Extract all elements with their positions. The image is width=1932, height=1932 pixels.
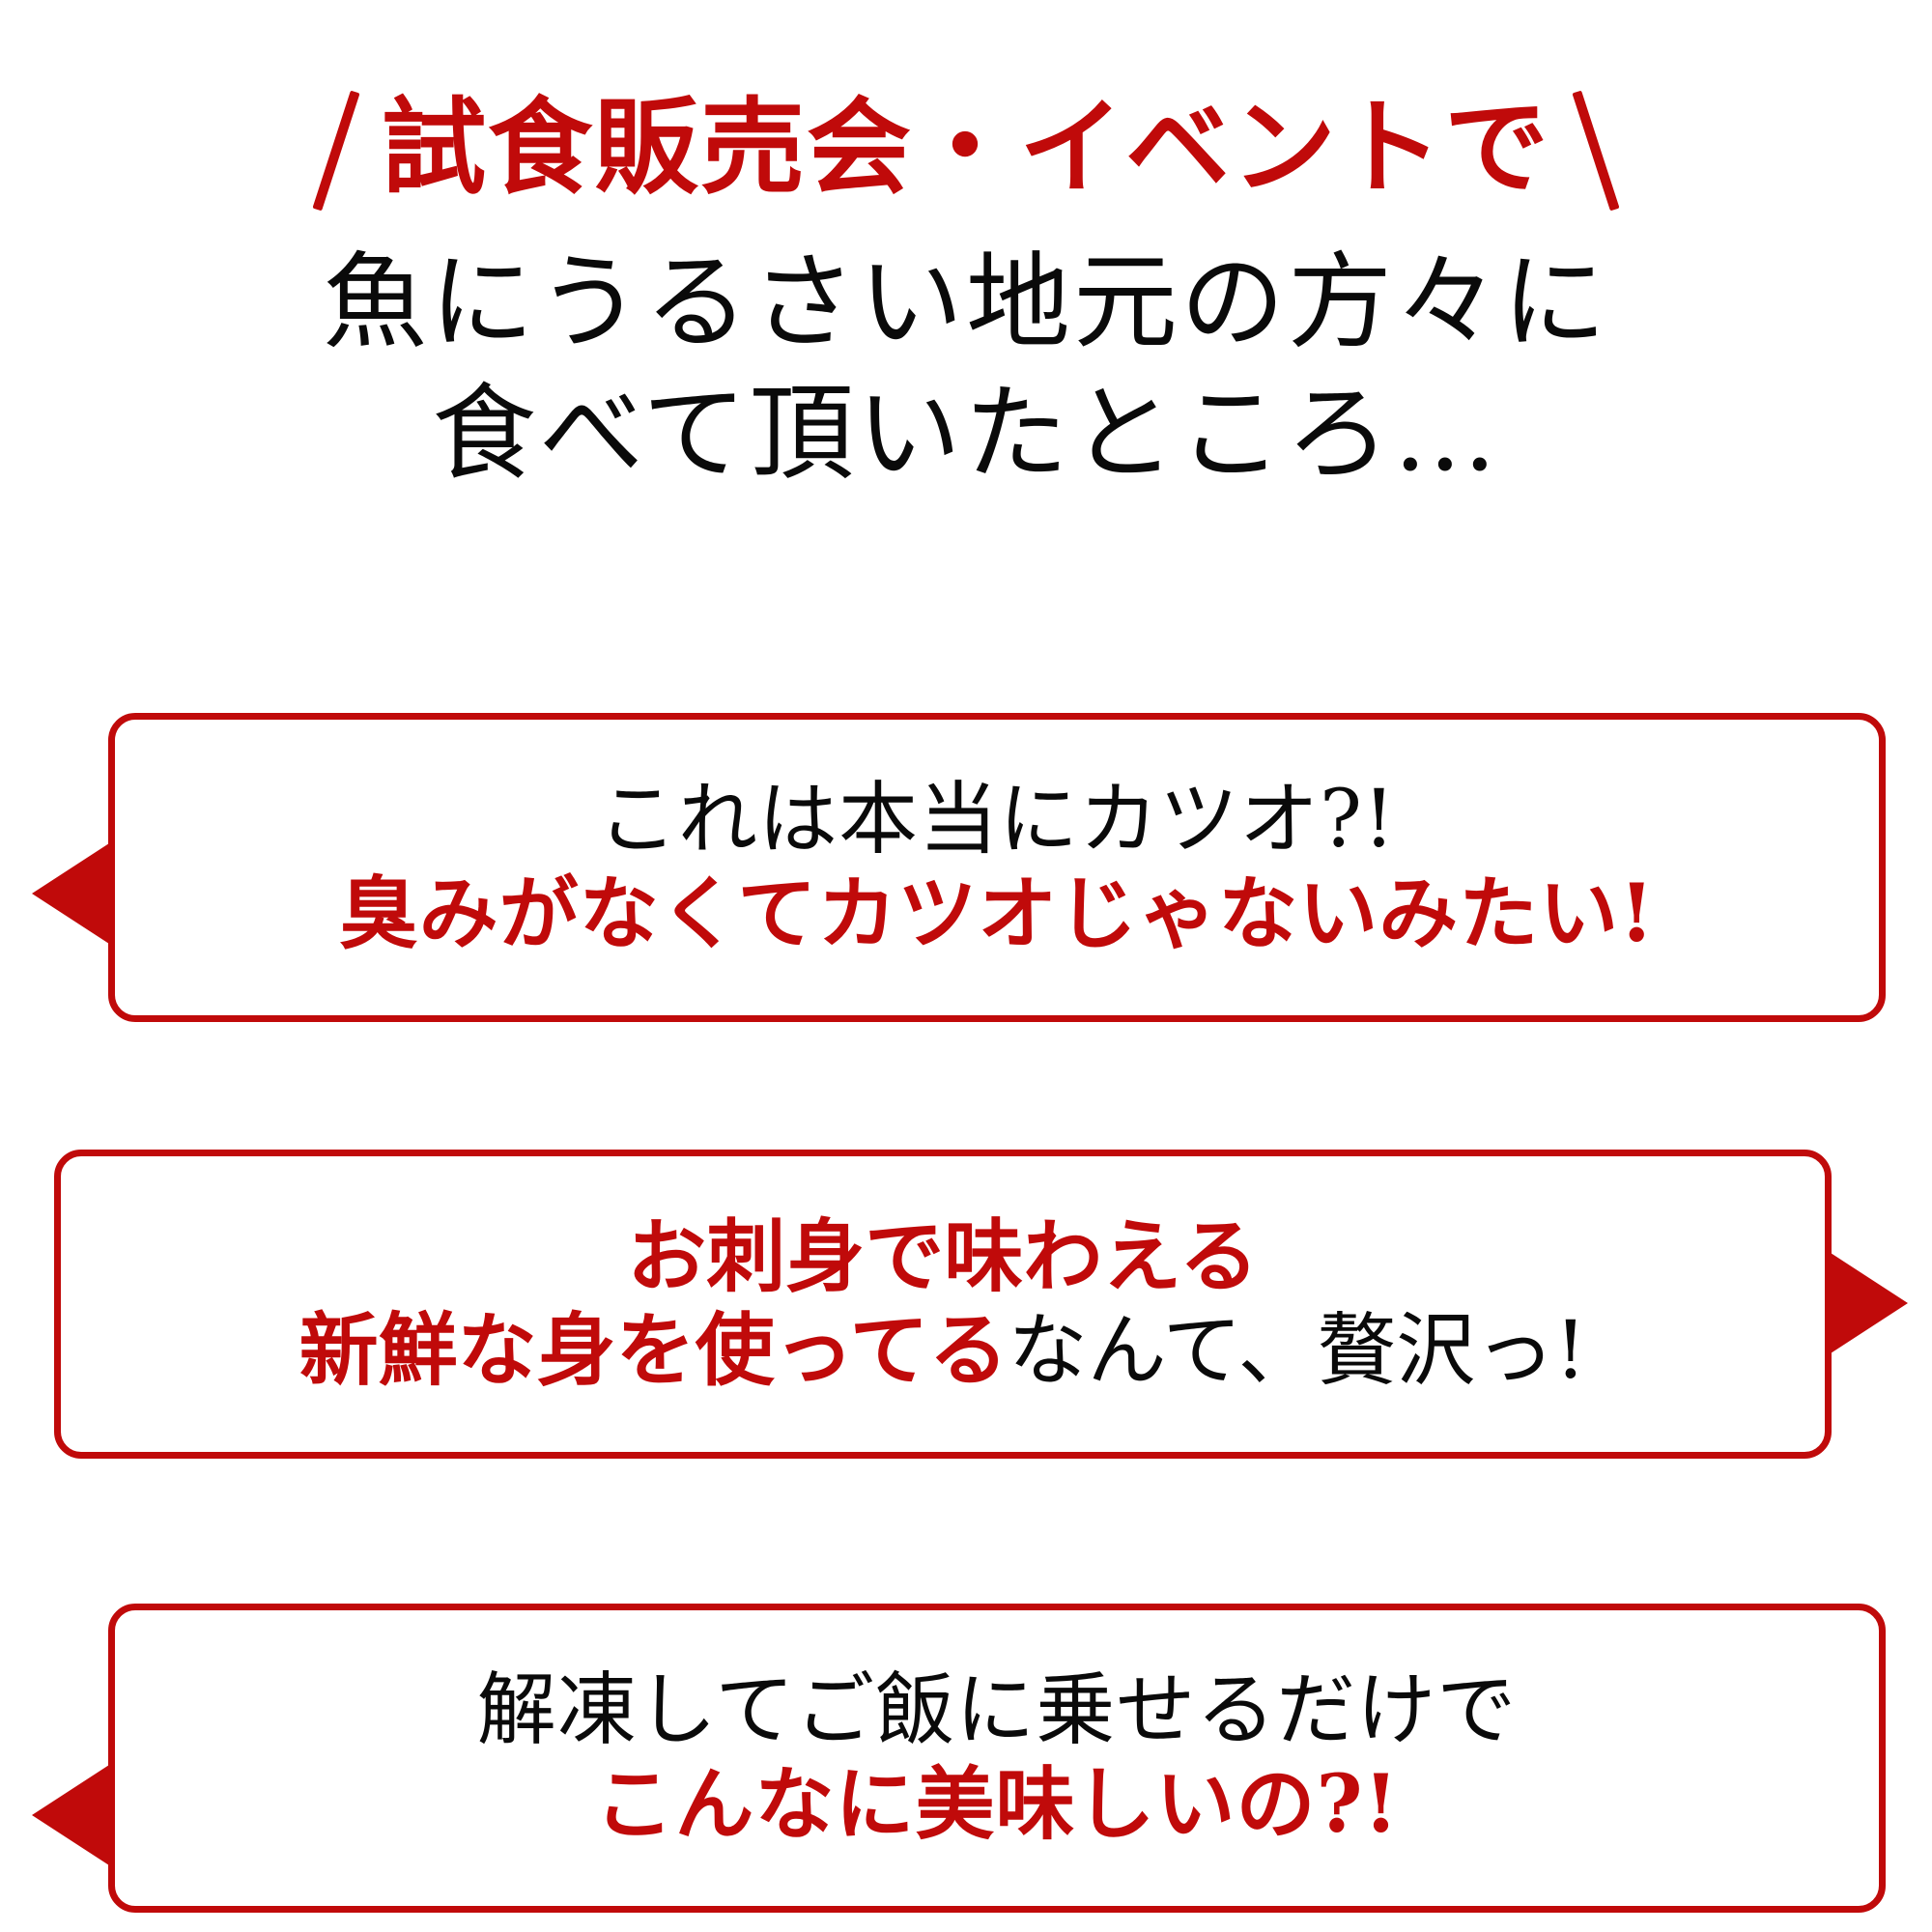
testimonial-bubble-2: お刺身で味わえる 新鮮な身を使ってるなんて、贅沢っ!: [54, 1150, 1908, 1459]
header-spacer: [0, 220, 1932, 238]
slash-left-decoration: [312, 90, 360, 212]
eyebrow-row: 試食販売会・イベントで: [0, 75, 1932, 220]
bubble-2-line-2-black-part: なんて、贅沢っ!: [1008, 1304, 1587, 1397]
bubble-1-line-1: これは本当にカツオ?!: [598, 774, 1396, 867]
testimonial-bubble-3: 解凍してご飯に乗せるだけで こんなに美味しいの?!: [32, 1604, 1886, 1913]
bubble-2-line-2: 新鮮な身を使ってるなんて、贅沢っ!: [299, 1304, 1587, 1399]
header-block: 試食販売会・イベントで 魚にうるさい地元の方々に 食べて頂いたところ…: [0, 75, 1932, 500]
header-line-3: 食べて頂いたところ…: [432, 374, 1500, 496]
bubble-tail-right-icon: [1831, 1253, 1908, 1353]
testimonial-bubble-1: これは本当にカツオ?! 臭みがなくてカツオじゃないみたい!: [32, 713, 1886, 1022]
slash-right-decoration: [1572, 90, 1620, 212]
bubble-tail-left-icon: [32, 843, 109, 944]
eyebrow-text: 試食販売会・イベントで: [381, 87, 1550, 209]
bubble-1-line-2: 臭みがなくてカツオじゃないみたい!: [338, 867, 1656, 960]
bubble-2-line-2-red-part: 新鮮な身を使ってる: [298, 1303, 1009, 1397]
bubble-2-line-1: お刺身で味わえる: [627, 1209, 1259, 1303]
header-line-2: 魚にうるさい地元の方々に: [322, 242, 1609, 363]
bubble-tail-left-icon: [32, 1765, 109, 1865]
bubble-3-line-2: こんなに美味しいの?!: [594, 1758, 1400, 1851]
bubble-3-line-1: 解凍してご飯に乗せるだけで: [476, 1664, 1518, 1757]
